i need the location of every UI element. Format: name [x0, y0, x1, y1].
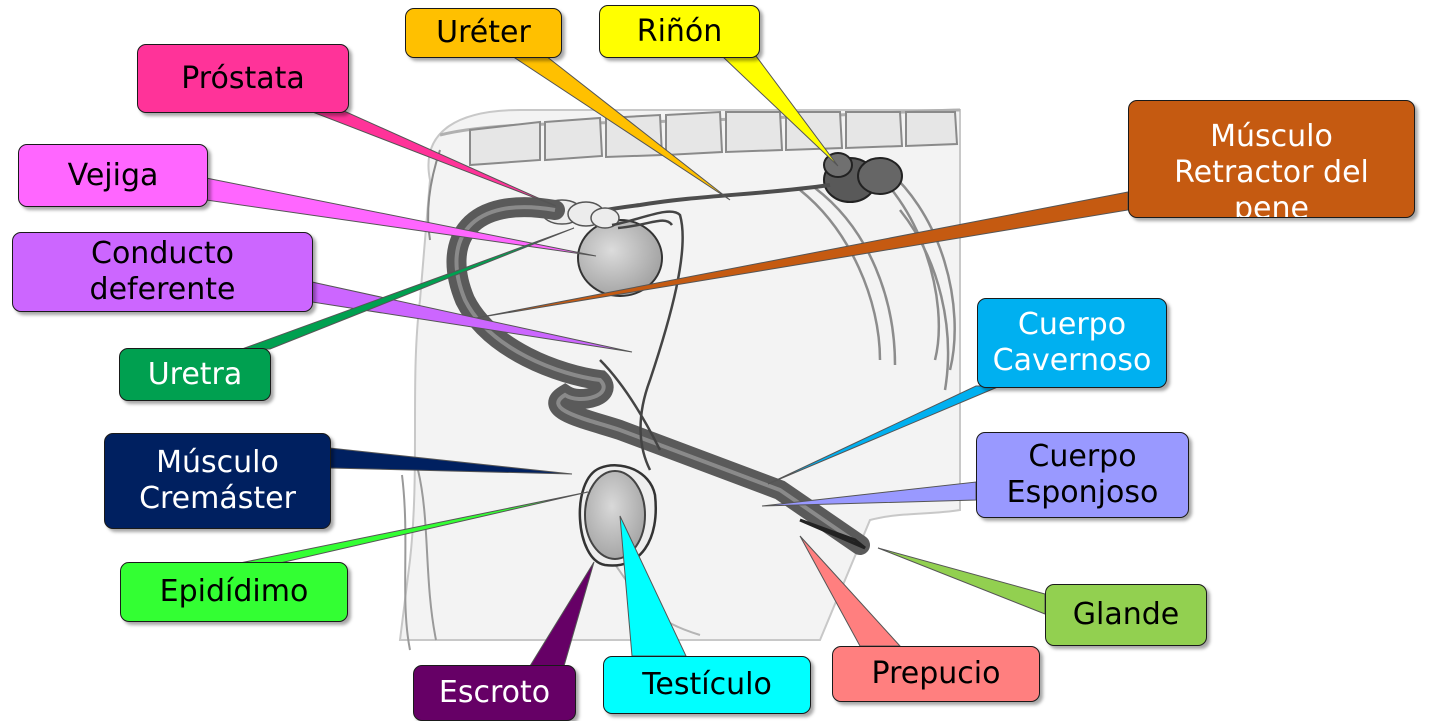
- label-glande: Glande: [1045, 584, 1207, 646]
- label-conducto-deferente-text: Conducto deferente: [90, 236, 236, 308]
- label-escroto-text: Escroto: [439, 675, 550, 711]
- pointer-musculo-cremaster: [330, 448, 572, 474]
- label-conducto-deferente: Conducto deferente: [12, 232, 313, 312]
- label-prepucio-text: Prepucio: [872, 656, 1001, 692]
- label-rinon: Riñón: [599, 5, 760, 58]
- pointer-prepucio: [800, 536, 900, 646]
- pointer-rinon: [722, 56, 838, 166]
- label-musculo-cremaster: Músculo Cremáster: [104, 433, 331, 529]
- label-epididimo-text: Epidídimo: [160, 574, 309, 610]
- label-ureter-text: Uréter: [436, 15, 531, 51]
- label-rinon-text: Riñón: [637, 14, 723, 50]
- pointer-glande: [878, 548, 1045, 614]
- pointer-conducto: [312, 282, 632, 352]
- label-ureter: Uréter: [405, 8, 562, 58]
- label-prepucio: Prepucio: [832, 646, 1040, 702]
- label-musculo-retractor: Músculo Retractor del pene: [1128, 100, 1415, 218]
- label-vejiga-text: Vejiga: [68, 158, 159, 194]
- label-prostata: Próstata: [137, 44, 349, 113]
- pointer-testiculo: [620, 516, 686, 656]
- label-epididimo: Epidídimo: [120, 562, 348, 622]
- pointer-escroto: [530, 562, 594, 666]
- label-uretra: Uretra: [119, 348, 271, 401]
- label-cuerpo-esponjoso: Cuerpo Esponjoso: [976, 432, 1189, 518]
- pointer-cuerpo-cavernoso: [768, 386, 1000, 484]
- pointer-prostata: [310, 111, 556, 206]
- label-uretra-text: Uretra: [148, 357, 243, 393]
- pointer-cuerpo-esponjoso: [762, 482, 976, 506]
- label-escroto: Escroto: [413, 665, 576, 721]
- label-glande-text: Glande: [1073, 597, 1179, 633]
- label-musculo-retractor-text: Músculo Retractor del pene: [1174, 119, 1369, 218]
- label-prostata-text: Próstata: [181, 61, 305, 97]
- label-vejiga: Vejiga: [18, 144, 208, 207]
- label-testiculo-text: Testículo: [642, 667, 772, 703]
- label-cuerpo-esponjoso-text: Cuerpo Esponjoso: [1007, 439, 1159, 511]
- label-testiculo: Testículo: [603, 656, 811, 714]
- pointer-ureter: [512, 56, 730, 200]
- label-musculo-cremaster-text: Músculo Cremáster: [139, 445, 296, 517]
- label-cuerpo-cavernoso-text: Cuerpo Cavernoso: [993, 307, 1152, 379]
- label-cuerpo-cavernoso: Cuerpo Cavernoso: [977, 298, 1167, 388]
